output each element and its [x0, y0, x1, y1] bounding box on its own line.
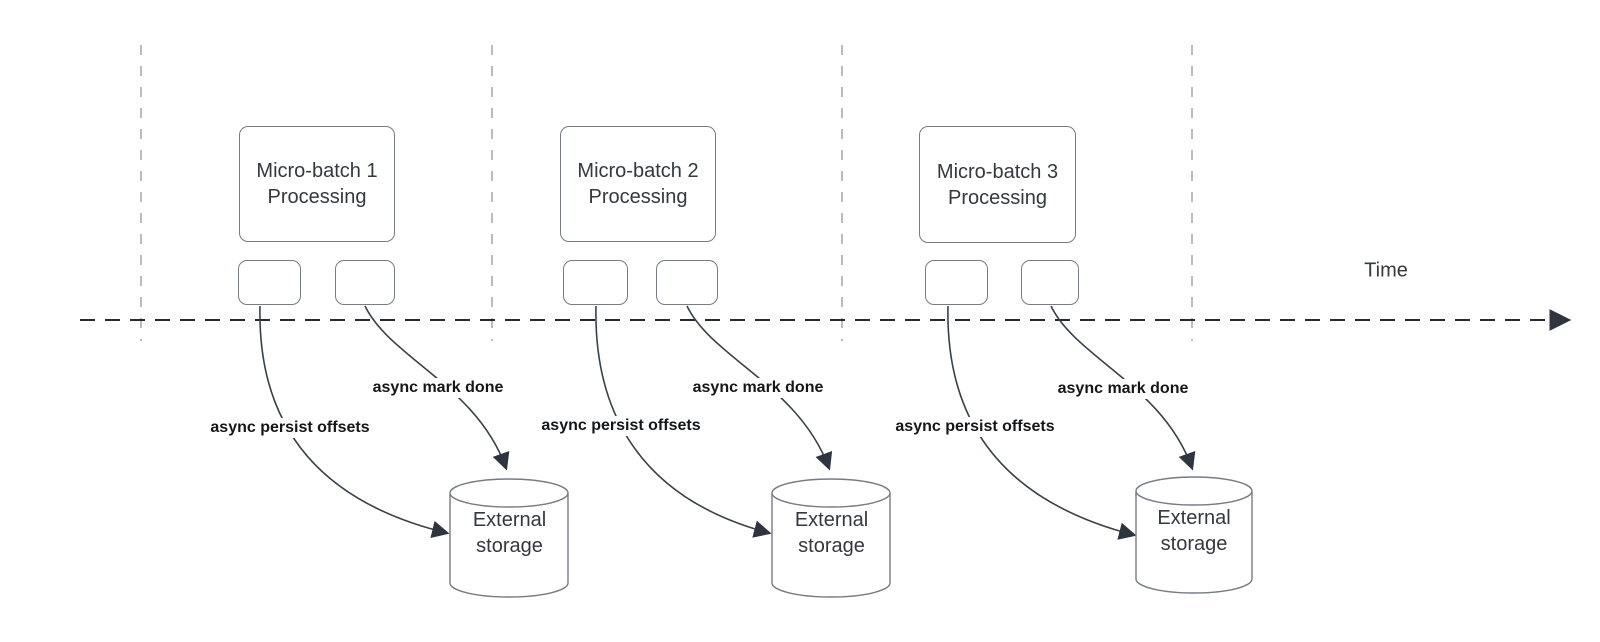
storage-label-line: storage	[476, 535, 543, 557]
persist-offsets-source-node-2	[563, 260, 628, 305]
micro-batch-2-processing-box: Micro-batch 2 Processing	[560, 126, 716, 242]
mark-done-source-node-1	[335, 260, 395, 305]
mark-done-curve	[686, 305, 833, 471]
persist-offsets-source-node-3	[925, 260, 988, 305]
storage-label-line: External	[1157, 507, 1231, 529]
box-label-line: Processing	[948, 186, 1047, 209]
storage-label-line: External	[794, 509, 869, 531]
micro-batch-1-processing-box: Micro-batch 1 Processing	[239, 126, 395, 242]
mark-done-edge-label: async mark done	[1054, 379, 1192, 399]
micro-batch-3-processing-box: Micro-batch 3 Processing	[919, 126, 1076, 243]
external-storage-cylinder	[449, 478, 569, 598]
persist-offsets-source-node-1	[238, 260, 301, 305]
storage-label-line: External	[472, 509, 547, 531]
box-label-line: Processing	[267, 186, 367, 208]
storage-label-line: storage	[1160, 533, 1228, 555]
persist-offsets-edge-label: async persist offsets	[207, 418, 373, 438]
box-label-line: Micro-batch 1	[256, 160, 378, 182]
persist-offsets-curve	[595, 305, 772, 538]
external-storage-label: External storage	[1134, 505, 1254, 557]
storage-label-line: storage	[798, 535, 865, 557]
mark-done-edge-label: async mark done	[369, 378, 507, 398]
external-storage-cylinder	[771, 478, 891, 598]
persist-offsets-edge-label: async persist offsets	[892, 417, 1058, 437]
external-storage-label: External storage	[449, 507, 570, 559]
mark-done-source-node-2	[656, 260, 718, 305]
persist-offsets-curve	[259, 305, 450, 539]
box-label-line: Micro-batch 3	[936, 160, 1059, 183]
persist-offsets-curve	[947, 305, 1137, 540]
mark-done-source-node-3	[1021, 260, 1079, 305]
mark-done-edge-label: async mark done	[689, 378, 827, 398]
mark-done-curve	[1050, 305, 1196, 471]
external-storage-cylinder	[1135, 476, 1253, 594]
persist-offsets-edge-label: async persist offsets	[538, 416, 704, 436]
time-axis-label: Time	[1364, 259, 1408, 282]
box-label-line: Micro-batch 2	[577, 160, 699, 182]
box-label-line: Processing	[588, 186, 688, 208]
external-storage-label: External storage	[771, 507, 892, 559]
mark-done-curve	[364, 305, 510, 471]
